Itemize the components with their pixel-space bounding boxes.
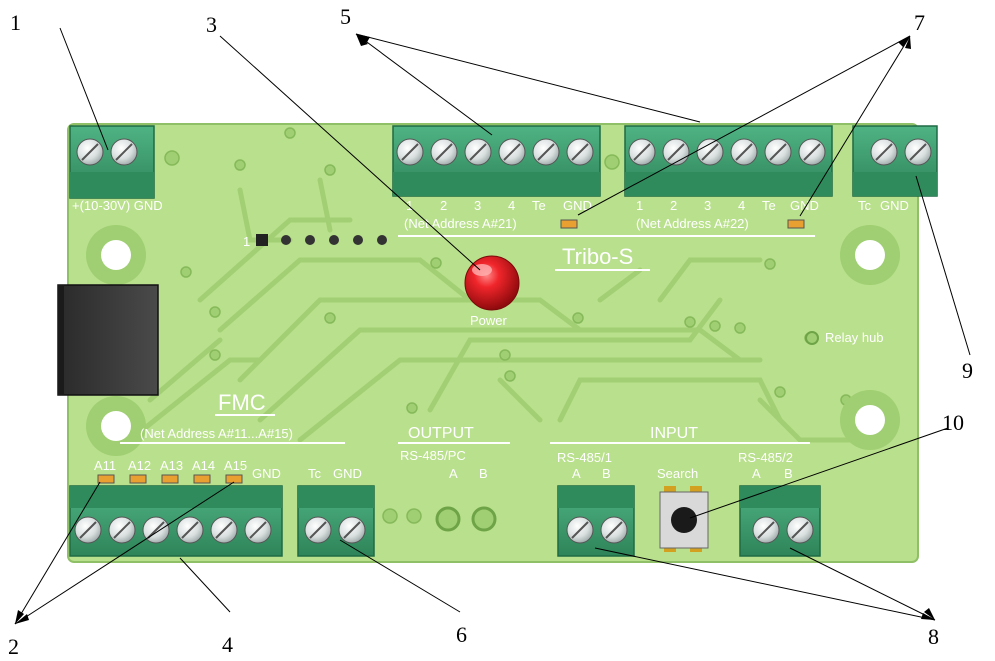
tc-gnd-right-terminal-block — [852, 125, 938, 197]
fmc-leds — [97, 474, 243, 484]
callout-9: 9 — [962, 358, 973, 383]
tc-gnd-bottom-terminal-block — [297, 485, 375, 557]
fmc-net-label: (Net Address A#11...A#15) — [140, 426, 293, 441]
net21-terminal-block — [392, 125, 601, 197]
net21-pin: 4 — [508, 198, 515, 213]
callout-arrowheads — [15, 34, 935, 624]
brand-label: Tribo-S — [562, 244, 633, 269]
callout-4: 4 — [222, 632, 233, 657]
callout-1: 1 — [10, 10, 21, 35]
rs485-2-terminal-block — [739, 485, 821, 557]
pcb-vias — [164, 127, 852, 532]
fmc-pin: A15 — [224, 458, 247, 473]
net21-led — [560, 219, 578, 229]
net22-pin: 4 — [738, 198, 745, 213]
header-pin1-label: 1 — [243, 234, 250, 249]
side-connector — [57, 284, 159, 396]
net21-label: (Net Address A#21) — [404, 216, 517, 231]
net22-terminal-block — [624, 125, 833, 197]
mounting-holes — [86, 225, 900, 456]
pin-header — [256, 234, 387, 246]
fmc-pin: A13 — [160, 458, 183, 473]
net21-pin-labels: 1 2 3 4 Te GND — [406, 198, 592, 213]
fmc-pin: A11 — [94, 458, 116, 473]
silkscreen-lines — [120, 235, 815, 444]
tc-right-label: Tc — [858, 198, 872, 213]
output-port-label: RS-485/PC — [400, 448, 466, 463]
search-button[interactable] — [659, 486, 709, 552]
power-terminal-block — [69, 125, 155, 199]
output-title: OUTPUT — [408, 425, 474, 442]
net22-pin-labels: 1 2 3 4 Te GND — [636, 198, 819, 213]
input-port1-a: A — [572, 466, 581, 481]
gnd-bottom-label: GND — [333, 466, 362, 481]
net22-led — [787, 219, 805, 229]
input-port2-a: A — [752, 466, 761, 481]
callout-6: 6 — [456, 622, 467, 647]
input-port1-label: RS-485/1 — [557, 450, 612, 465]
rs485-1-terminal-block — [557, 485, 635, 557]
net22-pin: GND — [790, 198, 819, 213]
callout-8: 8 — [928, 624, 939, 649]
output-b-label: B — [479, 466, 488, 481]
fmc-title: FMC — [218, 390, 266, 415]
relay-hub-label: Relay hub — [825, 330, 884, 345]
input-port1-b: B — [602, 466, 611, 481]
input-port2-b: B — [784, 466, 793, 481]
fmc-pin-labels: A11 A12 A13 A14 A15 GND — [94, 458, 281, 481]
gnd-right-label: GND — [880, 198, 909, 213]
fmc-pin: GND — [252, 466, 281, 481]
net21-pin: 2 — [440, 198, 447, 213]
output-a-label: A — [449, 466, 458, 481]
net21-pin: Te — [532, 198, 546, 213]
fmc-terminal-block — [69, 485, 283, 557]
callout-3: 3 — [206, 12, 217, 37]
callout-2: 2 — [8, 634, 19, 659]
net21-pin: GND — [563, 198, 592, 213]
net21-pin: 1 — [406, 198, 413, 213]
input-title: INPUT — [650, 425, 698, 442]
relay-hub-pad — [805, 331, 819, 345]
power-led-label: Power — [470, 313, 508, 328]
callout-10: 10 — [942, 410, 964, 435]
net22-pin: 1 — [636, 198, 643, 213]
net21-pin: 3 — [474, 198, 481, 213]
net22-pin: 2 — [670, 198, 677, 213]
net22-pin: Te — [762, 198, 776, 213]
callout-leader-lines — [14, 27, 971, 625]
power-block-label: +(10-30V) GND — [72, 198, 163, 213]
callout-5: 5 — [340, 4, 351, 29]
net22-label: (Net Address A#22) — [636, 216, 749, 231]
tc-bottom-label: Tc — [308, 466, 322, 481]
input-port2-label: RS-485/2 — [738, 450, 793, 465]
search-label: Search — [657, 466, 698, 481]
callout-7: 7 — [914, 10, 925, 35]
fmc-pin: A14 — [192, 458, 215, 473]
net22-pin: 3 — [704, 198, 711, 213]
fmc-pin: A12 — [128, 458, 151, 473]
